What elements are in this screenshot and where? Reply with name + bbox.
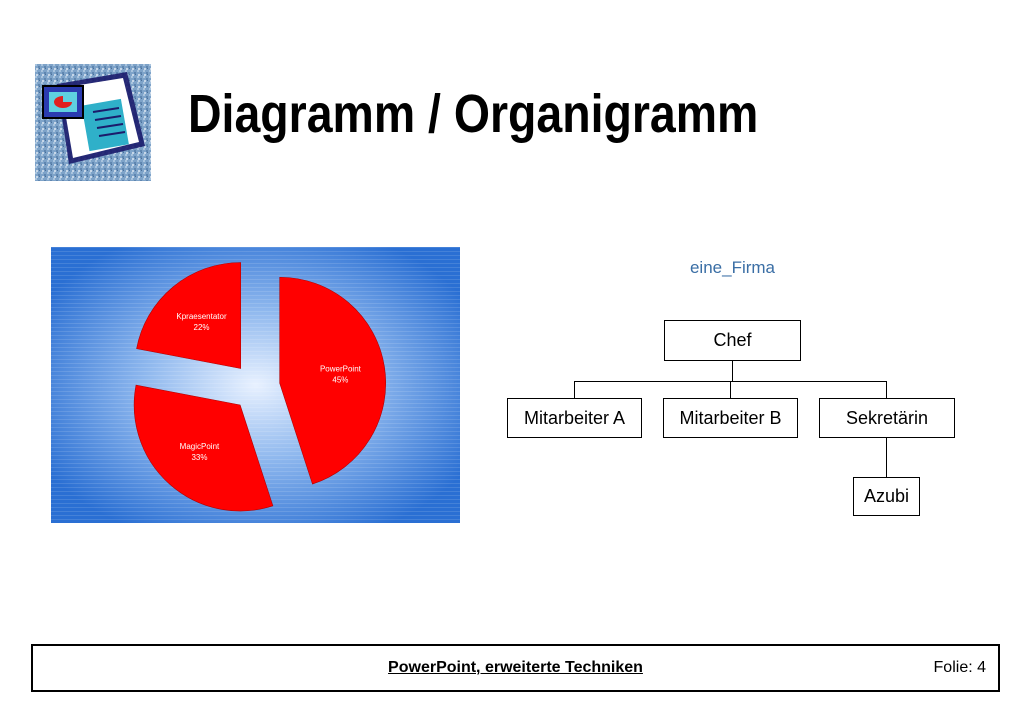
org-node-chef: Chef bbox=[664, 320, 801, 361]
org-node-mitarbeiter-b: Mitarbeiter B bbox=[663, 398, 798, 438]
pie-slice-kpraesentator bbox=[136, 262, 242, 369]
connector-line bbox=[730, 381, 731, 398]
org-node-sekretaerin: Sekretärin bbox=[819, 398, 955, 438]
pie-label-percent: 33% bbox=[191, 453, 207, 462]
connector-line bbox=[732, 360, 733, 381]
pie-chart: PowerPoint 45% MagicPoint 33% Kpraesentator 2… bbox=[51, 247, 460, 523]
pie-slice-magicpoint bbox=[133, 384, 274, 512]
org-node-azubi: Azubi bbox=[853, 477, 920, 516]
slide-number: Folie: 4 bbox=[933, 659, 986, 676]
connector-line bbox=[886, 381, 887, 398]
slide-footer: PowerPoint, erweiterte Techniken Folie: … bbox=[31, 644, 1000, 692]
pie-label-category: Kpraesentator bbox=[176, 312, 227, 321]
pie-label-category: PowerPoint bbox=[320, 365, 362, 374]
org-node-mitarbeiter-a: Mitarbeiter A bbox=[507, 398, 642, 438]
pie-label-percent: 45% bbox=[332, 376, 348, 385]
connector-line bbox=[574, 381, 575, 398]
connector-line bbox=[886, 438, 887, 477]
footer-title: PowerPoint, erweiterte Techniken bbox=[388, 659, 643, 676]
pie-slice-powerpoint bbox=[279, 276, 386, 485]
org-chart-title: eine_Firma bbox=[689, 258, 776, 277]
pie-label-percent: 22% bbox=[194, 323, 210, 332]
pie-label-category: MagicPoint bbox=[180, 442, 220, 451]
powerpoint-presentation-icon bbox=[35, 64, 151, 181]
slide-title: Diagramm / Organigramm bbox=[188, 84, 759, 144]
